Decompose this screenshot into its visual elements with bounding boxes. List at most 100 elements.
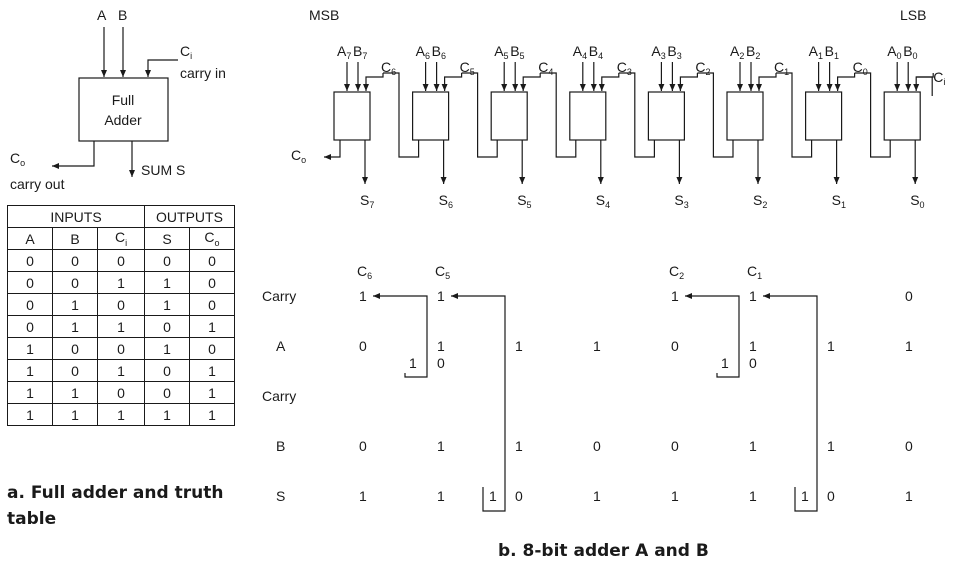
truth-table-cell: 0 bbox=[52, 359, 98, 382]
carry-label-1: C1 bbox=[774, 59, 789, 77]
truth-table-cell: 1 bbox=[52, 315, 98, 338]
truth-table-cell: 1 bbox=[7, 337, 53, 360]
s-bit-1: 1 bbox=[437, 488, 445, 504]
external-carry-in-label: Ci bbox=[933, 69, 945, 87]
truth-table-cell: 1 bbox=[7, 403, 53, 426]
b-input-label-7: B7 bbox=[353, 43, 367, 61]
truth-table-cell: 0 bbox=[144, 315, 190, 338]
adder-box-7 bbox=[333, 91, 371, 141]
truth-table-cell: 0 bbox=[144, 359, 190, 382]
truth-table-cell: 1 bbox=[144, 293, 190, 316]
a-bit-0: 0 bbox=[359, 338, 367, 354]
sum-label-6: S6 bbox=[439, 192, 453, 210]
carry-path-5 bbox=[461, 72, 498, 158]
b-bit-2: 1 bbox=[515, 438, 523, 454]
carry-path-3 bbox=[618, 72, 656, 158]
truth-table-col-header: Ci bbox=[97, 227, 145, 250]
adder-box-0 bbox=[883, 91, 921, 141]
adder-box-6 bbox=[412, 91, 450, 141]
msb-label: MSB bbox=[309, 7, 339, 23]
truth-table-cell: 0 bbox=[7, 271, 53, 294]
s-bit-5: 1 bbox=[749, 488, 757, 504]
truth-table-cell: 1 bbox=[189, 359, 235, 382]
truth-table-cell: 0 bbox=[7, 249, 53, 272]
row-label-b: B bbox=[276, 438, 285, 454]
b-input-label-4: B4 bbox=[589, 43, 603, 61]
outputs-header: OUTPUTS bbox=[144, 205, 235, 228]
carry-in-wire-6 bbox=[441, 73, 463, 91]
input-a-label: A bbox=[97, 7, 107, 23]
b-bit-6: 1 bbox=[827, 438, 835, 454]
b-bit-1: 1 bbox=[437, 438, 445, 454]
carry-label-5: C5 bbox=[460, 59, 475, 77]
truth-table-cell: 0 bbox=[144, 249, 190, 272]
truth-table-cell: 0 bbox=[97, 249, 145, 272]
truth-table-cell: 1 bbox=[97, 403, 145, 426]
carry-out-symbol: Co bbox=[10, 150, 25, 168]
carry-label-6: C6 bbox=[381, 59, 396, 77]
carry-header-2: C2 bbox=[669, 263, 684, 281]
a-bit-5: 1 bbox=[749, 338, 757, 354]
full-adder-line2: Adder bbox=[104, 112, 142, 128]
s-bit-7: 1 bbox=[905, 488, 913, 504]
sum-label-7: S7 bbox=[360, 192, 374, 210]
s-bit-0: 1 bbox=[359, 488, 367, 504]
s-bit-6: 0 bbox=[827, 488, 835, 504]
sum-label: SUM S bbox=[141, 162, 185, 178]
carry-annotation-one-1: 1 bbox=[721, 355, 729, 371]
carry-header-6: C6 bbox=[357, 263, 372, 281]
a-input-label-6: A6 bbox=[416, 43, 430, 61]
carry-out-msb-label: Co bbox=[291, 147, 306, 165]
lsb-label: LSB bbox=[900, 7, 926, 23]
a-input-label-0: A0 bbox=[887, 43, 901, 61]
b-bit-0: 0 bbox=[359, 438, 367, 454]
carry-value-3: 1 bbox=[749, 288, 757, 304]
sum-label-2: S2 bbox=[753, 192, 767, 210]
carry-path-0 bbox=[854, 72, 891, 158]
adder-box-3 bbox=[647, 91, 686, 141]
caption-a-line2: table bbox=[7, 509, 56, 529]
full-adder-line1: Full bbox=[112, 92, 135, 108]
b-bit-4: 0 bbox=[671, 438, 679, 454]
b-bit-3: 0 bbox=[593, 438, 601, 454]
s-bit-4: 1 bbox=[671, 488, 679, 504]
carry-out-msb-wire bbox=[324, 140, 341, 160]
full-adder-box bbox=[78, 77, 169, 142]
carry-label-4: C4 bbox=[538, 59, 553, 77]
carry-bracket-0 bbox=[373, 293, 428, 378]
carry-out-label: carry out bbox=[10, 176, 65, 192]
adder-box-2 bbox=[726, 91, 764, 141]
carry-annotation-zero-0: 0 bbox=[437, 355, 445, 371]
carry-out-wire bbox=[52, 141, 95, 169]
a-bit-7: 1 bbox=[905, 338, 913, 354]
b-bit-5: 1 bbox=[749, 438, 757, 454]
carry-label-2: C2 bbox=[695, 59, 710, 77]
adder-box-5 bbox=[490, 91, 528, 141]
b-input-label-1: B1 bbox=[825, 43, 839, 61]
b-input-label-0: B0 bbox=[903, 43, 917, 61]
carry-in-wire-5 bbox=[520, 73, 541, 91]
truth-table-cell: 1 bbox=[144, 337, 190, 360]
b-input-label-5: B5 bbox=[510, 43, 524, 61]
sum-label-3: S3 bbox=[674, 192, 688, 210]
carry-bracket-1 bbox=[685, 293, 740, 378]
carry-header-1: C1 bbox=[747, 263, 762, 281]
carry-in-wire-1 bbox=[834, 73, 856, 91]
full-adder-block bbox=[52, 27, 178, 177]
carry-in-wire-0 bbox=[913, 73, 934, 91]
input-b-label: B bbox=[118, 7, 127, 23]
a-input-label-4: A4 bbox=[573, 43, 587, 61]
truth-table-cell: 1 bbox=[52, 403, 98, 426]
b-input-label-3: B3 bbox=[667, 43, 681, 61]
caption-a-line1: a. Full adder and truth bbox=[7, 483, 223, 503]
truth-table-cell: 1 bbox=[97, 315, 145, 338]
truth-table-cell: 1 bbox=[97, 271, 145, 294]
inputs-header: INPUTS bbox=[7, 205, 145, 228]
